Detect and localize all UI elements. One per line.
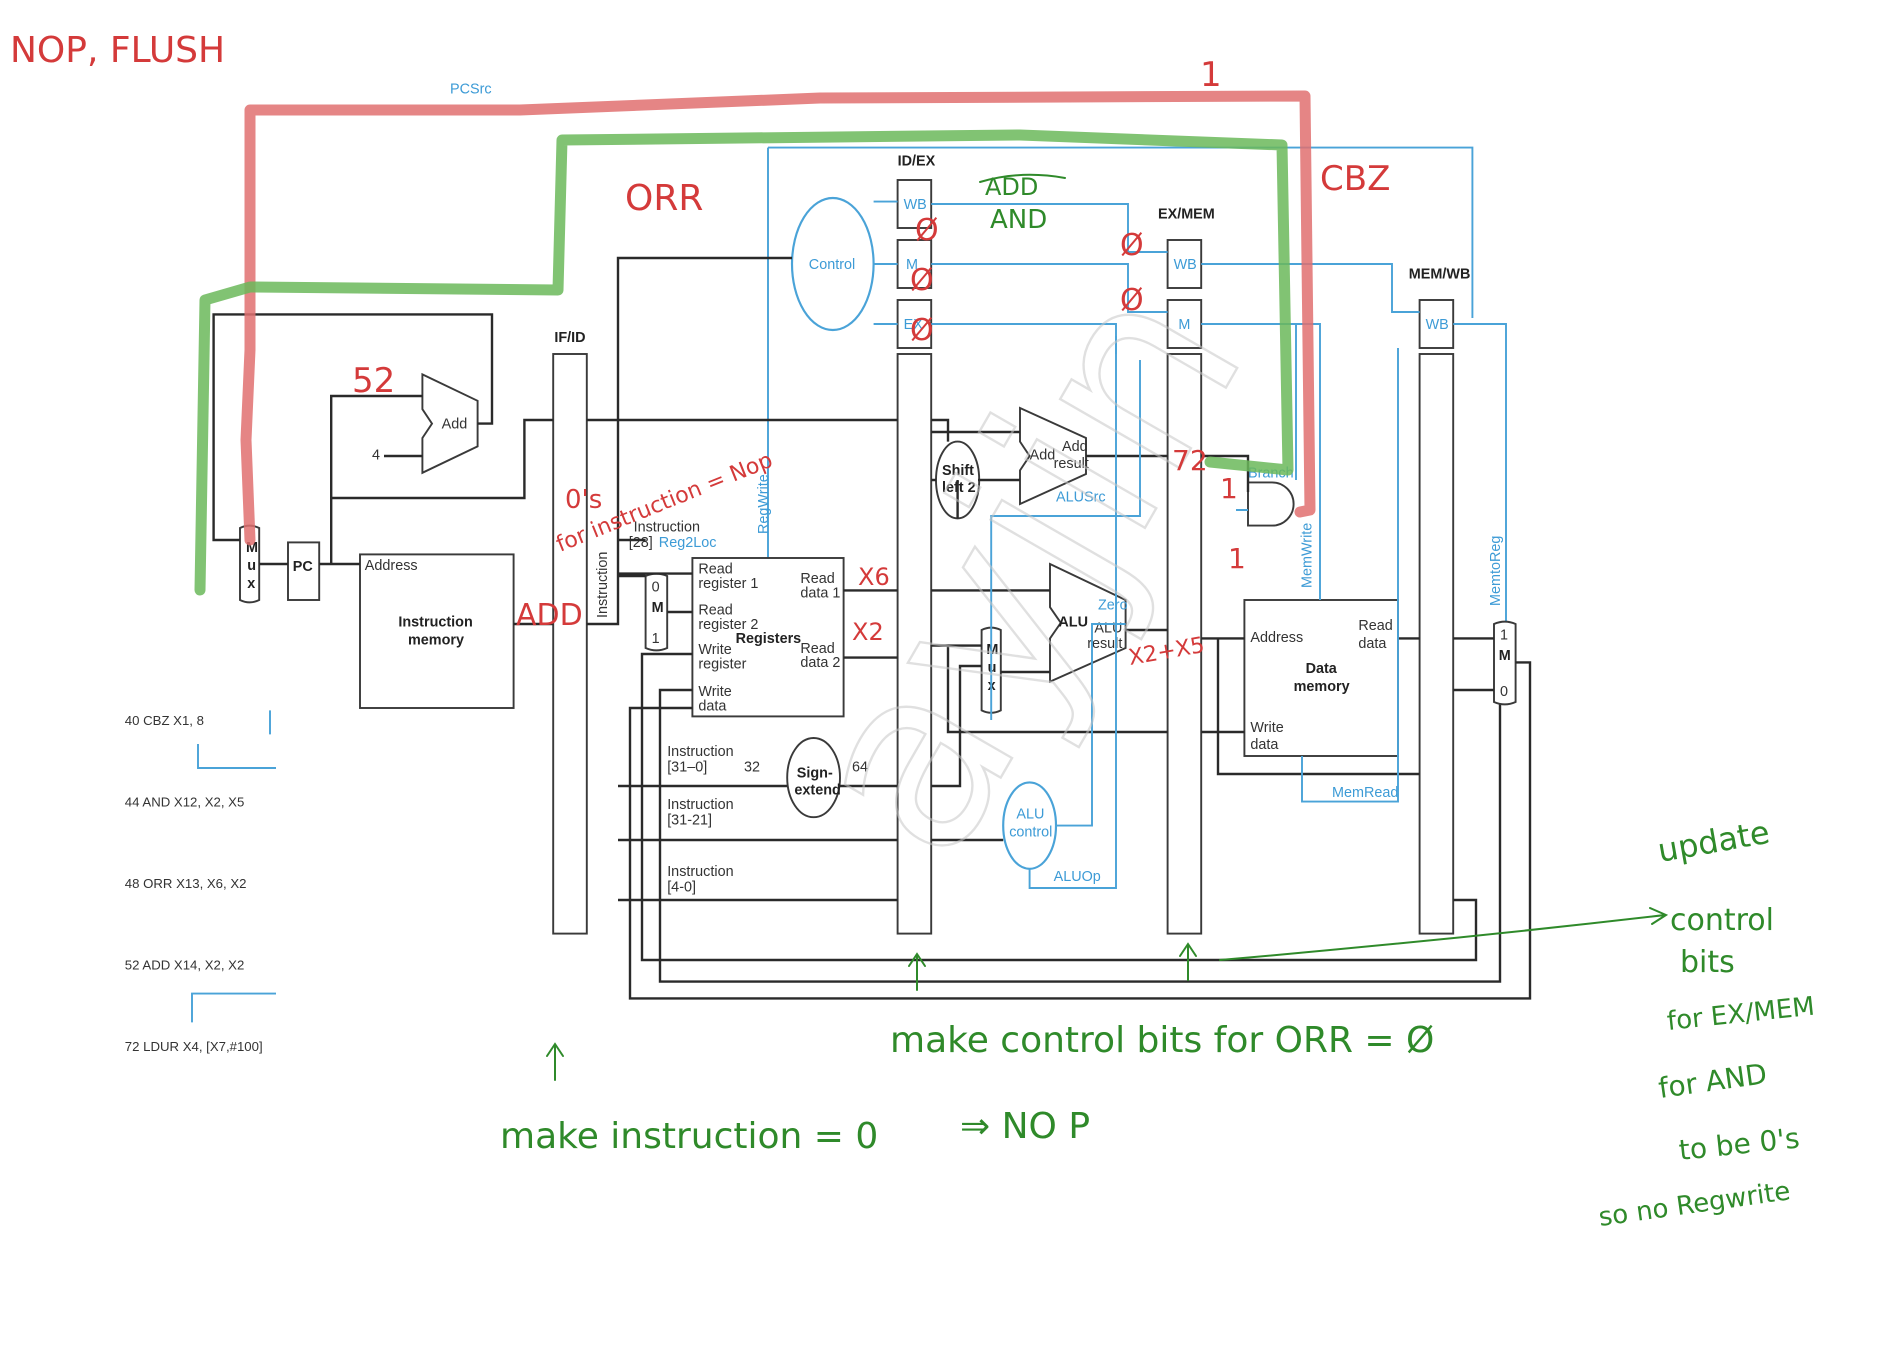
annotation-and-struck: ADD xyxy=(985,173,1038,201)
pc-label: PC xyxy=(293,559,313,575)
write-data-b: data xyxy=(698,698,726,714)
arrow-up-ifid xyxy=(547,1044,563,1080)
dm-read: Read xyxy=(1358,618,1392,634)
instruction-vert-label: Instruction xyxy=(595,552,611,618)
annotation-make-instruction: make instruction = 0 xyxy=(500,1116,878,1157)
branch-and-gate xyxy=(1248,482,1294,525)
write-reg-b: register xyxy=(698,656,746,672)
reg2loc-mux-1: 1 xyxy=(652,631,660,647)
dm-address: Address xyxy=(1250,630,1303,646)
pc-mux-x: x xyxy=(247,576,255,592)
dm-title-2: memory xyxy=(1294,679,1350,695)
annotation-orr: ORR xyxy=(625,178,703,219)
annotation-zero-3: Ø xyxy=(910,313,934,348)
annotation-update-5: for AND xyxy=(1656,1057,1769,1105)
annotation-zero-5: Ø xyxy=(1120,283,1144,318)
annotation-pcsrc-one: 1 xyxy=(1200,55,1222,95)
annotation-x6: X6 xyxy=(858,563,890,591)
pc-adder-label: Add xyxy=(442,416,468,432)
annotation-zero-one: 1 xyxy=(1228,542,1246,575)
annotation-n72: 72 xyxy=(1172,444,1208,477)
control-label: Control xyxy=(809,257,855,273)
const-four: 4 xyxy=(372,448,380,464)
aluop-label: ALUOp xyxy=(1054,869,1101,885)
bits-4-0: [4-0] xyxy=(667,880,696,896)
arrow-up-exmem xyxy=(1180,944,1196,980)
bits-28-label: [28] xyxy=(629,535,653,551)
instr-4-0: Instruction xyxy=(667,864,733,880)
memread-label: MemRead xyxy=(1332,785,1398,801)
id-ex-label: ID/EX xyxy=(898,154,936,170)
dm-title-1: Data xyxy=(1306,661,1338,677)
annotation-update-1: update xyxy=(1655,813,1773,870)
if-id-register xyxy=(553,354,587,934)
annotation-make-control: make control bits for ORR = Ø xyxy=(890,1020,1434,1061)
imem-title-1: Instruction xyxy=(398,614,472,630)
instr-31-21: Instruction xyxy=(667,797,733,813)
annotation-update-2: control xyxy=(1670,903,1774,938)
wb-mux-m: M xyxy=(1499,648,1511,664)
wb-mux-0: 0 xyxy=(1500,684,1508,700)
imem-title-2: memory xyxy=(408,632,464,648)
dm-data: data xyxy=(1358,636,1386,652)
annotation-nop: ⇒ NO P xyxy=(960,1106,1090,1147)
annotation-zeros-1: 0's xyxy=(565,485,602,515)
dm-write: Write xyxy=(1250,720,1283,736)
annotation-branch-one: 1 xyxy=(1220,472,1238,505)
annotation-update-4: for EX/MEM xyxy=(1666,992,1817,1037)
annotation-title: NOP, FLUSH xyxy=(10,30,225,71)
annotation-cbz: CBZ xyxy=(1320,159,1390,199)
program-line-1: 44 AND X12, X2, X5 xyxy=(125,794,245,809)
annotation-n52: 52 xyxy=(352,361,395,401)
if-id-label: IF/ID xyxy=(554,330,585,346)
pc-mux-u: u xyxy=(247,558,256,574)
ex-mem-wb-label: WB xyxy=(1174,257,1197,273)
annotation-zero-2: Ø xyxy=(910,263,934,298)
annotation-zero-4: Ø xyxy=(1120,228,1144,263)
reg2loc-mux-m: M xyxy=(652,600,664,616)
mem-wb-label: MEM/WB xyxy=(1409,266,1471,282)
program-line-4: 72 LDUR X4, [X7,#100] xyxy=(125,1039,263,1054)
annotation-and: AND xyxy=(990,205,1047,235)
pcsrc-label: PCSrc xyxy=(450,82,492,98)
annotation-update-7: so no Regwrite xyxy=(1597,1176,1792,1233)
annotation-add-instr: ADD xyxy=(516,598,583,633)
ex-mem-label: EX/MEM xyxy=(1158,206,1215,222)
program-line-0: 40 CBZ X1, 8 xyxy=(125,713,204,728)
wb-mux-1: 1 xyxy=(1500,628,1508,644)
annotation-zero-1: Ø xyxy=(915,213,939,248)
instr-31-0: Instruction xyxy=(667,744,733,760)
instruction-memory xyxy=(360,554,514,708)
bits-31-21: [31-21] xyxy=(667,812,712,828)
program-line-2: 48 ORR X13, X6, X2 xyxy=(125,876,247,891)
memwrite-label: MemWrite xyxy=(1300,523,1316,588)
regwrite-label: RegWrite xyxy=(756,474,772,534)
id-ex-wb-label: WB xyxy=(904,197,927,213)
memtoreg-label: MemtoReg xyxy=(1488,536,1504,606)
reg2loc-label: Reg2Loc xyxy=(659,535,717,551)
program-line-3: 52 ADD X14, X2, X2 xyxy=(125,958,245,973)
read-reg-1b: register 1 xyxy=(698,576,758,592)
annotation-x2: X2 xyxy=(852,618,884,646)
annotation-update-3: bits xyxy=(1680,945,1735,980)
annotation-update-6: to be 0's xyxy=(1677,1121,1801,1166)
imem-address-label: Address xyxy=(365,558,418,574)
bits-31-0: [31–0] xyxy=(667,760,707,776)
reg2loc-mux-0: 0 xyxy=(652,580,660,596)
registers-title: Registers xyxy=(736,631,802,647)
dm-write-b: data xyxy=(1250,737,1278,753)
mem-wb-register xyxy=(1420,354,1454,934)
mem-wb-wb-label: WB xyxy=(1426,317,1449,333)
